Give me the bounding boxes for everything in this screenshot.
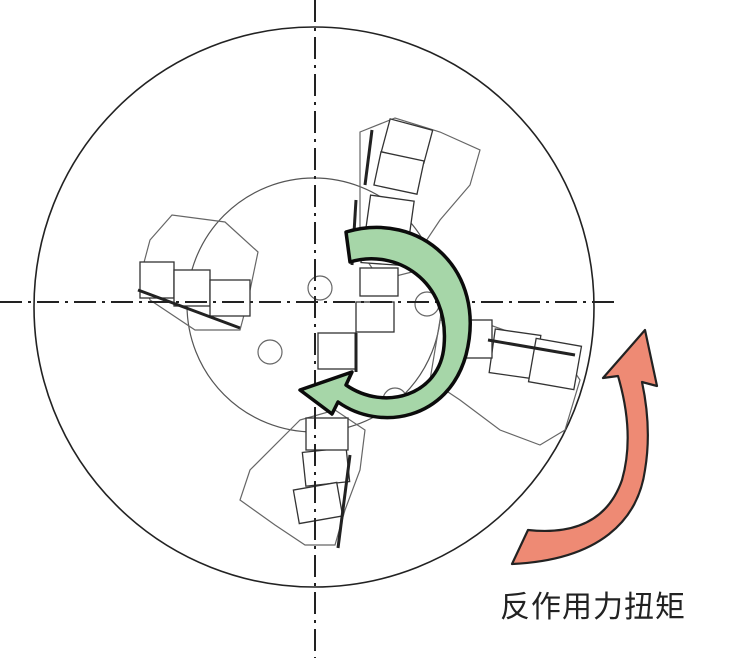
cutter [373,151,425,195]
nozzle-1 [307,275,333,301]
cutter [209,279,251,317]
cutter [305,417,349,451]
cutter [359,267,399,297]
cutter [317,332,357,370]
outer-circle [33,26,595,588]
rotation-arrow-icon [298,225,472,420]
counter-torque-label: 反作用力扭矩 [500,590,686,625]
cutter [355,301,395,333]
cutter [292,481,344,525]
centerlines [0,0,620,658]
cutter [301,447,351,487]
blade-lower [239,409,366,546]
nozzle-2 [257,339,283,365]
cutter [173,269,211,307]
cutter [527,337,583,391]
counter-torque-arrow-icon [510,328,659,566]
